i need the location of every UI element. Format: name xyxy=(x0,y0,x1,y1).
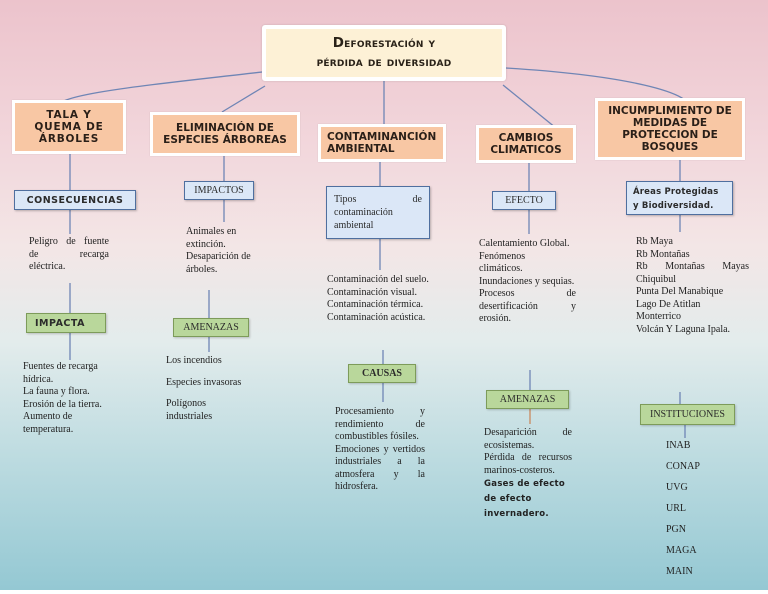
box-areas-protegidas[interactable]: Áreas Protegidas y Biodiversidad. xyxy=(626,181,733,215)
list-item: INAB xyxy=(666,440,691,451)
list-item: Aumento de temperatura. xyxy=(23,411,74,435)
box-impactos[interactable]: IMPACTOS xyxy=(184,181,254,200)
box-impacta[interactable]: IMPACTA xyxy=(26,313,106,333)
category-label-line: BOSQUES xyxy=(641,141,699,153)
box-label: Tipos de contaminación ambiental xyxy=(334,194,422,231)
connector-root-cambios xyxy=(502,84,557,129)
category-label-line: INCUMPLIMIENTO DE xyxy=(608,105,732,117)
category-eliminacion-especies[interactable]: ELIMINACIÓN DE ESPECIES ÁRBOREAS xyxy=(150,112,300,156)
list-item: MAIN xyxy=(666,566,693,577)
list-consecuencias: Peligro de fuente de recarga eléctrica. xyxy=(29,236,109,274)
list-item: Rb Maya xyxy=(636,236,673,247)
list-item: La fauna y flora. xyxy=(23,386,90,397)
box-label: AMENAZAS xyxy=(499,394,556,405)
box-label: CAUSAS xyxy=(361,368,402,379)
category-label-line: QUEMA DE xyxy=(34,121,104,133)
list-item: Erosión de la tierra. xyxy=(23,398,102,410)
box-label: IMPACTA xyxy=(35,317,85,329)
list-item: Contaminación visual. xyxy=(327,286,417,298)
box-label: EFECTO xyxy=(505,195,543,206)
category-cambios-climaticos[interactable]: CAMBIOS CLIMATICOS xyxy=(476,125,576,163)
list-tipos-contaminacion: Contaminación del suelo. Contaminación v… xyxy=(327,274,442,324)
root-topic[interactable]: Deforestación y pérdida de diversidad xyxy=(262,25,506,81)
category-label-line: CAMBIOS xyxy=(498,132,554,144)
root-title-line2: pérdida de diversidad xyxy=(316,54,452,70)
list-item: Fuentes de recarga hídrica. xyxy=(23,361,98,385)
category-label-line: ELIMINACIÓN DE xyxy=(176,122,274,134)
box-label: INSTITUCIONES xyxy=(650,409,725,420)
list-amenazas-clima: Desaparición de ecosistemas. Pérdida de … xyxy=(484,427,572,522)
list-item: Procesos de desertificación y erosión. xyxy=(479,288,576,324)
box-amenazas-especies[interactable]: AMENAZAS xyxy=(173,318,249,337)
list-item: Calentamiento Global. xyxy=(479,238,570,249)
list-item: Punta Del Manabique xyxy=(636,286,724,297)
list-impactos: Animales en extinción. Desaparición de á… xyxy=(186,226,258,276)
category-label-line: AMBIENTAL xyxy=(327,143,395,155)
box-causas[interactable]: CAUSAS xyxy=(348,364,416,383)
list-item: UVG xyxy=(666,482,688,493)
category-tala-quema[interactable]: TALA Y QUEMA DE ÁRBOLES xyxy=(12,100,126,154)
list-item: Monterrico xyxy=(636,311,681,322)
box-consecuencias[interactable]: CONSECUENCIAS xyxy=(14,190,136,210)
box-label: IMPACTOS xyxy=(194,185,244,196)
connector-root-eliminacion xyxy=(221,85,266,113)
list-item: Los incendios xyxy=(166,355,222,366)
category-incumplimiento-medidas[interactable]: INCUMPLIMIENTO DE MEDIDAS DE PROTECCION … xyxy=(595,98,745,160)
list-item: Desaparición de ecosistemas. xyxy=(484,427,572,451)
box-tipos-contaminacion[interactable]: Tipos de contaminación ambiental xyxy=(326,186,430,239)
list-impacta: Fuentes de recarga hídrica. La fauna y f… xyxy=(23,361,113,436)
list-item: Contaminación térmica. xyxy=(327,299,424,310)
category-label-line: TALA Y xyxy=(46,109,92,121)
list-amenazas-especies: Los incendios Especies invasoras Polígon… xyxy=(166,355,261,423)
list-item: Gases de efecto de efecto invernadero. xyxy=(484,479,566,519)
box-instituciones[interactable]: INSTITUCIONES xyxy=(640,404,735,425)
list-item: Contaminación acústica. xyxy=(327,311,426,323)
list-areas-protegidas: Rb Maya Rb Montañas Rb Montañas Mayas Ch… xyxy=(636,236,749,336)
list-item: Procesamiento y rendimiento de combustib… xyxy=(335,406,425,442)
list-item: Polígonos industriales xyxy=(166,398,213,422)
list-item: CONAP xyxy=(666,461,700,472)
category-label-line: CONTAMINANCIÓN xyxy=(327,131,437,143)
list-item: Rb Montañas xyxy=(636,248,690,260)
list-item: Lago De Atitlan xyxy=(636,298,701,310)
category-label-line: PROTECCION DE xyxy=(622,129,718,141)
list-item: Pérdida de recursos marinos-costeros. xyxy=(484,452,572,476)
list-item: Especies invasoras xyxy=(166,376,242,388)
category-label-line: MEDIDAS DE xyxy=(632,117,708,129)
category-label-line: ÁRBOLES xyxy=(38,133,100,145)
box-label: AMENAZAS xyxy=(183,322,239,333)
box-amenazas-clima[interactable]: AMENAZAS xyxy=(486,390,569,409)
list-item: URL xyxy=(666,503,686,514)
box-label: CONSECUENCIAS xyxy=(26,194,124,206)
list-item: PGN xyxy=(666,524,687,535)
list-item: Animales en extinción. xyxy=(186,226,237,250)
list-item: MAGA xyxy=(666,545,697,556)
list-item: Desaparición de árboles. xyxy=(186,251,251,275)
box-label: Áreas Protegidas y Biodiversidad. xyxy=(633,187,719,211)
list-item: Rb Montañas Mayas Chiquibul xyxy=(636,261,749,285)
list-item: Inundaciones y sequias. xyxy=(479,275,575,287)
root-title-line1: Deforestación y xyxy=(332,35,436,51)
list-item: Peligro de fuente de recarga eléctrica. xyxy=(29,236,109,272)
list-item: Fenómenos climáticos. xyxy=(479,250,526,275)
category-contaminacion-ambiental[interactable]: CONTAMINANCIÓN AMBIENTAL xyxy=(318,124,446,162)
box-efecto[interactable]: EFECTO xyxy=(492,191,556,210)
list-efecto: Calentamiento Global. Fenómenos climátic… xyxy=(479,238,576,326)
category-label-line: ESPECIES ÁRBOREAS xyxy=(163,134,287,146)
category-label-line: CLIMATICOS xyxy=(490,144,562,156)
list-instituciones: INAB CONAP UVG URL PGN MAGA MAIN xyxy=(666,440,726,587)
list-item: Emociones y vertidos industriales a la a… xyxy=(335,443,425,493)
list-causas: Procesamiento y rendimiento de combustib… xyxy=(335,406,425,494)
list-item: Contaminación del suelo. xyxy=(327,274,429,285)
list-item: Volcán Y Laguna Ipala. xyxy=(636,323,731,335)
